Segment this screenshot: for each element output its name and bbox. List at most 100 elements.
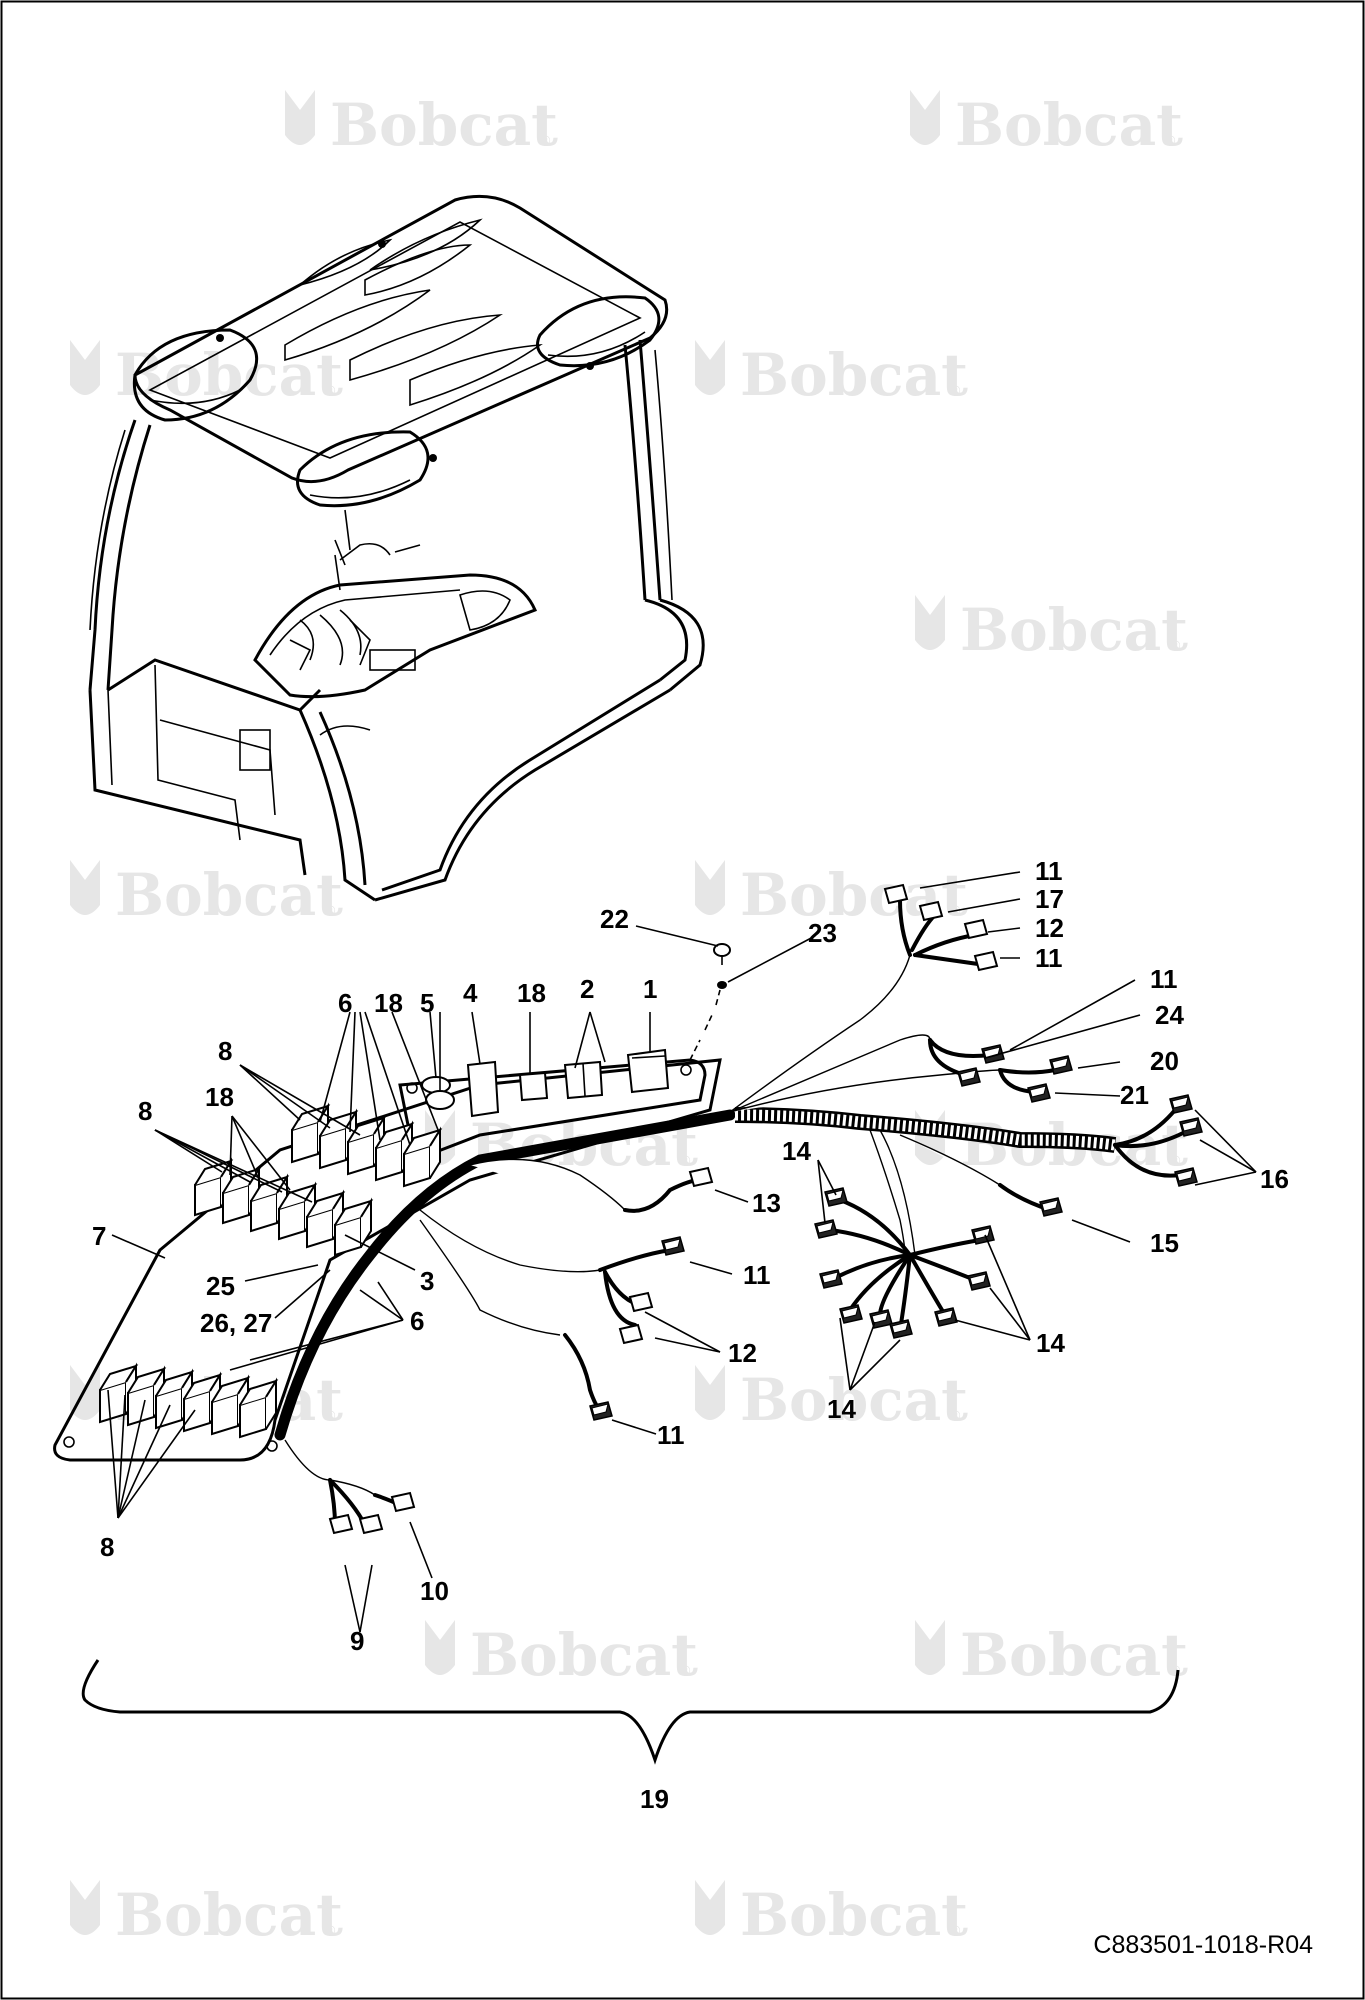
watermark-registered: ® xyxy=(1170,1152,1181,1168)
callout-14c: 14 xyxy=(827,1394,856,1424)
callout-11-top: 11 xyxy=(1035,856,1063,886)
connector xyxy=(390,1491,416,1513)
connector xyxy=(618,1323,644,1345)
watermark-logo: Bobcat® xyxy=(70,1880,343,1949)
callout-23: 23 xyxy=(808,918,837,948)
watermark-text: Bobcat xyxy=(740,341,968,409)
connector xyxy=(957,1067,981,1087)
watermark-registered: ® xyxy=(325,902,336,918)
connector xyxy=(1027,1083,1051,1103)
watermark-text: Bobcat xyxy=(960,1621,1188,1689)
callout-18b: 18 xyxy=(374,988,403,1018)
connector xyxy=(814,1219,838,1239)
drawing-number: C883501-1018-R04 xyxy=(1093,1931,1313,1959)
watermark-registered: ® xyxy=(1165,132,1176,148)
relay xyxy=(403,1126,443,1188)
watermark-registered: ® xyxy=(325,382,336,398)
watermark-registered: ® xyxy=(325,1922,336,1938)
callout-17: 17 xyxy=(1035,884,1064,914)
callout-26-27: 26, 27 xyxy=(200,1308,272,1338)
relay xyxy=(211,1374,251,1436)
callout-2: 2 xyxy=(580,974,594,1004)
watermark-logo: Bobcat® xyxy=(695,340,968,409)
watermark-registered: ® xyxy=(950,1922,961,1938)
callout-5: 5 xyxy=(420,988,434,1018)
connector xyxy=(661,1236,685,1256)
connector xyxy=(869,1309,893,1329)
callout-3: 3 xyxy=(420,1266,434,1296)
callout-8b: 8 xyxy=(138,1096,152,1126)
callout-labels: 22 23 1 2 18 4 5 18 6 8 18 8 7 25 3 26, … xyxy=(92,856,1289,1814)
connector xyxy=(1179,1117,1203,1137)
watermark-logo: Bobcat® xyxy=(425,1620,698,1689)
connector xyxy=(1174,1167,1198,1187)
callout-11-low: 11 xyxy=(657,1420,685,1450)
connector xyxy=(358,1513,384,1535)
relay xyxy=(278,1181,318,1241)
watermark-logo: Bobcat® xyxy=(70,340,343,409)
callout-14b: 14 xyxy=(1036,1328,1065,1358)
watermark-text: Bobcat xyxy=(115,1881,343,1949)
callout-16: 16 xyxy=(1260,1164,1289,1194)
watermark-text: Bobcat xyxy=(955,91,1183,159)
watermark-text: Bobcat xyxy=(960,596,1188,664)
callout-4: 4 xyxy=(463,978,478,1008)
callout-6a: 6 xyxy=(338,988,352,1018)
watermark-logo: Bobcat® xyxy=(915,1620,1188,1689)
callout-18a: 18 xyxy=(517,978,546,1008)
connector xyxy=(918,900,944,922)
callout-8a: 8 xyxy=(218,1036,232,1066)
callout-9: 9 xyxy=(350,1626,364,1656)
callout-8c: 8 xyxy=(100,1532,114,1562)
watermark-registered: ® xyxy=(680,1662,691,1678)
callout-24: 24 xyxy=(1155,1000,1184,1030)
callout-6b: 6 xyxy=(410,1306,424,1336)
connector xyxy=(839,1304,863,1324)
relay xyxy=(306,1189,346,1249)
watermark-registered: ® xyxy=(1170,637,1181,653)
watermark-logo: Bobcat® xyxy=(695,1880,968,1949)
relay xyxy=(239,1377,279,1439)
connector xyxy=(971,1225,995,1245)
watermark-logo: Bobcat® xyxy=(285,90,558,159)
watermark-registered: ® xyxy=(540,132,551,148)
callout-12-low: 12 xyxy=(728,1338,757,1368)
callout-18c: 18 xyxy=(205,1082,234,1112)
watermark-text: Bobcat xyxy=(740,1881,968,1949)
watermark-text: Bobcat xyxy=(115,861,343,929)
watermark-registered: ® xyxy=(1170,1662,1181,1678)
watermark-text: Bobcat xyxy=(470,1621,698,1689)
connector xyxy=(883,883,909,905)
callout-11-mid: 11 xyxy=(743,1260,771,1290)
callout-11-b: 11 xyxy=(1150,964,1178,994)
connector xyxy=(973,950,999,972)
leader-lines xyxy=(107,871,1257,1633)
watermark-registered: ® xyxy=(325,1407,336,1423)
connector xyxy=(1049,1055,1073,1075)
callout-13: 13 xyxy=(752,1188,781,1218)
connector xyxy=(589,1401,613,1421)
callout-14a: 14 xyxy=(782,1136,811,1166)
watermark-registered: ® xyxy=(950,382,961,398)
watermark-layer: Bobcat®Bobcat®Bobcat®Bobcat®Bobcat®Bobca… xyxy=(70,90,1188,1949)
watermark-registered: ® xyxy=(680,1152,691,1168)
connector xyxy=(328,1513,354,1535)
connector xyxy=(688,1166,714,1188)
watermark-registered: ® xyxy=(950,1407,961,1423)
watermark-text: Bobcat xyxy=(330,91,558,159)
connector xyxy=(934,1307,958,1327)
callout-22: 22 xyxy=(600,904,629,934)
connector xyxy=(824,1187,848,1207)
connector xyxy=(889,1319,913,1339)
connector xyxy=(1039,1197,1063,1217)
callout-12-top: 12 xyxy=(1035,913,1064,943)
connector xyxy=(963,918,989,940)
wire-harness xyxy=(53,883,1203,1535)
connector xyxy=(1169,1094,1193,1114)
connector xyxy=(819,1269,843,1289)
callout-20: 20 xyxy=(1150,1046,1179,1076)
callout-21: 21 xyxy=(1120,1080,1149,1110)
connector xyxy=(628,1291,654,1313)
